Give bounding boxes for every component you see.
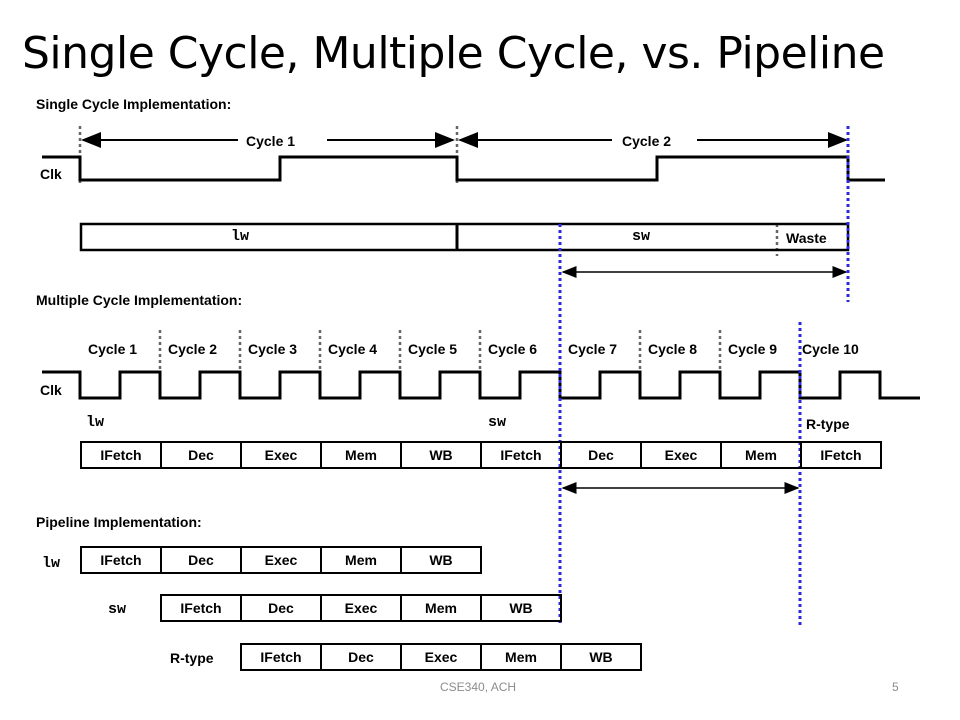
- single-cycle1-label: Cycle 1: [246, 133, 296, 149]
- stage-cell: Dec: [560, 441, 642, 469]
- multi-stage-row: IFetch Dec Exec Mem WB IFetch Dec Exec M…: [80, 441, 882, 469]
- multi-cycle-label: Cycle 8: [648, 341, 698, 357]
- single-waste-label: Waste: [786, 230, 827, 246]
- stage-cell: IFetch: [480, 441, 562, 469]
- stage-cell: Dec: [160, 441, 242, 469]
- footer-course: CSE340, ACH: [440, 680, 517, 694]
- stage-cell: Exec: [240, 441, 322, 469]
- stage-cell: Mem: [320, 546, 402, 574]
- pipeline-row-sw: IFetch Dec Exec Mem WB: [160, 594, 562, 622]
- stage-cell: Mem: [480, 643, 562, 671]
- stage-cell: WB: [480, 594, 562, 622]
- stage-cell: IFetch: [800, 441, 882, 469]
- single-instr-box: [79, 222, 850, 252]
- single-lw-label: lw: [231, 228, 250, 245]
- single-clock-waveform: [42, 155, 885, 182]
- pipeline-row-rtype: IFetch Dec Exec Mem WB: [240, 643, 642, 671]
- stage-cell: IFetch: [80, 546, 162, 574]
- stage-cell: Mem: [320, 441, 402, 469]
- multi-cycle-markers: [158, 330, 722, 372]
- stage-cell: Dec: [320, 643, 402, 671]
- multi-sw-label: sw: [488, 414, 507, 431]
- stage-cell: IFetch: [160, 594, 242, 622]
- multi-cycle-label: Cycle 9: [728, 341, 778, 357]
- stage-cell: Exec: [320, 594, 402, 622]
- multi-cycle-label: Cycle 1: [88, 341, 138, 357]
- slide-title: Single Cycle, Multiple Cycle, vs. Pipeli…: [22, 28, 885, 79]
- stage-cell: Dec: [240, 594, 322, 622]
- stage-cell: Mem: [400, 594, 482, 622]
- multi-cycle-label: Cycle 5: [408, 341, 458, 357]
- multi-cycle-label: Cycle 6: [488, 341, 538, 357]
- footer-page-number: 5: [892, 680, 899, 694]
- multi-cycle-label: Cycle 2: [168, 341, 218, 357]
- stage-cell: Exec: [400, 643, 482, 671]
- stage-cell: Dec: [160, 546, 242, 574]
- stage-cell: WB: [560, 643, 642, 671]
- stage-cell: WB: [400, 546, 482, 574]
- single-sw-label: sw: [632, 228, 651, 245]
- pipeline-sw-label: sw: [108, 601, 127, 618]
- stage-cell: IFetch: [240, 643, 322, 671]
- pipeline-row-lw: IFetch Dec Exec Mem WB: [80, 546, 482, 574]
- pipeline-lw-label: lw: [42, 555, 61, 572]
- stage-cell: WB: [400, 441, 482, 469]
- multi-cycle-label: Cycle 3: [248, 341, 298, 357]
- single-cycle-heading: Single Cycle Implementation:: [36, 96, 232, 112]
- pipeline-rtype-label: R-type: [170, 650, 214, 666]
- multi-cycle-label: Cycle 10: [802, 341, 859, 357]
- stage-cell: Mem: [720, 441, 802, 469]
- stage-cell: IFetch: [80, 441, 162, 469]
- multi-lw-label: lw: [86, 414, 105, 431]
- pipeline-heading: Pipeline Implementation:: [36, 514, 202, 530]
- multi-clk-label: Clk: [40, 382, 62, 398]
- multi-cycle-label: Cycle 4: [328, 341, 378, 357]
- multi-rtype-label: R-type: [806, 416, 850, 432]
- stage-cell: Exec: [240, 546, 322, 574]
- single-cycle2-label: Cycle 2: [622, 133, 672, 149]
- multi-cycle-heading: Multiple Cycle Implementation:: [36, 292, 243, 308]
- stage-cell: Exec: [640, 441, 722, 469]
- single-clk-label: Clk: [40, 166, 62, 182]
- multi-cycle-label: Cycle 7: [568, 341, 618, 357]
- multi-clock-waveform: [42, 370, 920, 400]
